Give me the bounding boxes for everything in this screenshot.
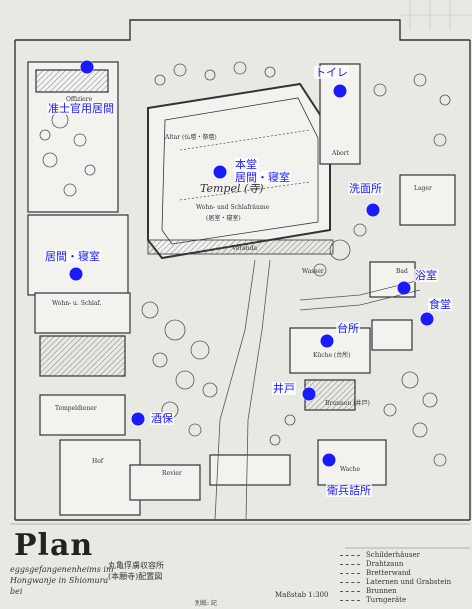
legend-line-icon <box>340 582 360 583</box>
altar-label: Altar (仏壇・祭壇) <box>165 134 217 141</box>
legend-item-label: Schilderhäuser <box>366 551 420 559</box>
marker-label-washroom[interactable]: 洗面所 <box>348 182 383 195</box>
legend-item: Schilderhäuser <box>340 551 451 560</box>
location-marker-icon[interactable] <box>366 203 380 217</box>
marker-label-living-quarters[interactable]: 居間・寝室 <box>44 250 101 263</box>
location-marker-icon[interactable] <box>69 267 83 281</box>
hof-label: Hof <box>92 458 104 465</box>
wohn-label: Wohn- und Schlafräume <box>196 204 270 211</box>
marker-label-guardhouse[interactable]: 衛兵詰所 <box>326 484 372 497</box>
marker-label-kitchen[interactable]: 台所 <box>336 322 360 335</box>
location-marker-icon[interactable] <box>333 84 347 98</box>
wache-label: Wache <box>340 466 360 473</box>
garden-trees <box>39 61 451 467</box>
map-scale: Maßstab 1:300 <box>275 591 329 599</box>
legend-item-label: Laternen und Grabstein <box>366 578 452 586</box>
plan-title: Plan <box>14 528 94 563</box>
revier-label: Revier <box>162 470 182 477</box>
plan-subtitle-line-2: Hongwanje in Shiomura <box>10 576 109 585</box>
brunnen-label: Brunnen (井戸) <box>325 400 370 407</box>
plan-japanese-line-2: (本願寺)配置図 <box>108 572 163 581</box>
location-marker-icon[interactable] <box>131 412 145 426</box>
marker-label-well[interactable]: 井戸 <box>272 382 296 395</box>
handwritten-note: 別紙: 記 <box>195 600 217 607</box>
offiziere-label: Offiziere <box>66 96 93 103</box>
marker-label-main-hall-rooms[interactable]: 居間・寝室 <box>234 171 291 184</box>
legend-item-label: Drahtzaun <box>366 560 404 568</box>
marker-label-officers-room[interactable]: 准士官用居間 <box>47 102 115 115</box>
location-marker-icon[interactable] <box>302 387 316 401</box>
compound-boundary <box>14 19 471 521</box>
location-marker-icon[interactable] <box>397 281 411 295</box>
marker-label-dining-hall[interactable]: 食堂 <box>428 298 452 311</box>
legend-item: Brunnen <box>340 587 451 596</box>
legend-line-icon <box>340 600 360 601</box>
legend-item: Laternen und Grabstein <box>340 578 451 587</box>
legend-item: Drahtzaun <box>340 560 451 569</box>
legend-item-label: Bretterwand <box>366 569 411 577</box>
kueche-label: Küche (台所) <box>313 352 351 359</box>
marker-label-toilet[interactable]: トイレ <box>314 66 349 79</box>
map-grid-lines <box>400 0 472 30</box>
plan-subtitle-suffix: bei <box>10 587 23 596</box>
location-marker-icon[interactable] <box>420 312 434 326</box>
abort-label: Abort <box>332 150 350 157</box>
veranda-label: Veranda <box>232 245 258 252</box>
location-marker-icon[interactable] <box>322 453 336 467</box>
plan-subtitle: eggsgefangenenheims im Hongwanje in Shio… <box>10 564 114 597</box>
legend-item-label: Turngeräte <box>366 596 407 604</box>
marker-label-canteen[interactable]: 酒保 <box>150 412 174 425</box>
marker-label-main-hall[interactable]: 本堂 <box>234 158 258 171</box>
wasser-label: Wasser <box>302 268 324 275</box>
legend-item: Turngeräte <box>340 596 451 605</box>
location-marker-icon[interactable] <box>213 165 227 179</box>
legend-line-icon <box>340 591 360 592</box>
legend-item-label: Brunnen <box>366 587 397 595</box>
legend-item: Bretterwand <box>340 569 451 578</box>
plan-japanese-line-1: 丸亀俘虜収容所 <box>108 561 164 570</box>
legend-line-icon <box>340 555 360 556</box>
plan-japanese-caption: 丸亀俘虜収容所 (本願寺)配置図 <box>108 560 164 582</box>
map-legend: Schilderhäuser Drahtzaun Bretterwand Lat… <box>340 551 451 605</box>
right-side-buildings <box>129 63 456 501</box>
marker-label-bathroom[interactable]: 浴室 <box>414 269 438 282</box>
plan-subtitle-line-1: eggsgefangenenheims im <box>10 565 114 574</box>
legend-line-icon <box>340 573 360 574</box>
lager-label: Lager <box>414 185 432 192</box>
bad-label: Bad <box>396 268 408 275</box>
tempel-label: Tempel (寺) <box>200 182 264 195</box>
location-marker-icon[interactable] <box>320 334 334 348</box>
tempeldiener-label: Tempeldiener <box>55 405 97 412</box>
legend-line-icon <box>340 564 360 565</box>
wohn-ja-label: (居室・寝室) <box>206 215 241 222</box>
wohn-schlaf-label: Wohn- u. Schlaf. <box>52 300 102 307</box>
location-marker-icon[interactable] <box>80 60 94 74</box>
